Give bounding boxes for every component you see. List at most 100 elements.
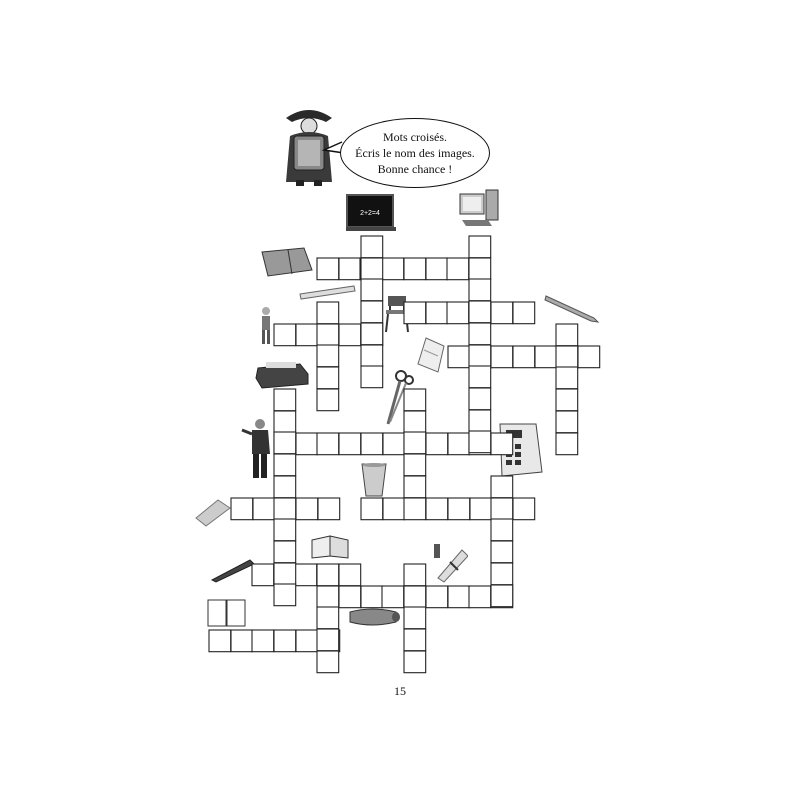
crossword-cell[interactable] (230, 497, 254, 521)
crossword-cell[interactable] (316, 606, 340, 630)
crossword-cell[interactable] (468, 235, 492, 259)
crossword-cell[interactable] (208, 629, 232, 653)
crossword-cell[interactable] (316, 650, 340, 674)
crossword-cell[interactable] (403, 650, 427, 674)
crossword-cell[interactable] (403, 606, 427, 630)
crossword-cell[interactable] (273, 629, 297, 653)
crossword-cell[interactable] (446, 257, 470, 281)
crossword-cell[interactable] (425, 257, 449, 281)
crossword-cell[interactable] (403, 628, 427, 652)
crossword-cell[interactable] (252, 497, 276, 521)
crossword-cell[interactable] (360, 235, 384, 259)
crossword-cell[interactable] (468, 278, 492, 302)
crossword-cell[interactable] (468, 365, 492, 389)
crossword-cell[interactable] (403, 585, 427, 609)
crossword-cell[interactable] (338, 563, 362, 587)
crossword-cell[interactable] (425, 585, 449, 609)
crossword-cell[interactable] (490, 518, 514, 542)
crossword-cell[interactable] (273, 388, 297, 412)
crossword-cell[interactable] (555, 323, 579, 347)
crossword-cell[interactable] (447, 345, 471, 369)
crossword-cell[interactable] (490, 584, 514, 608)
crossword-cell[interactable] (403, 497, 427, 521)
crossword-cell[interactable] (555, 345, 579, 369)
crossword-cell[interactable] (273, 475, 297, 499)
crossword-cell[interactable] (316, 563, 340, 587)
crossword-cell[interactable] (468, 300, 492, 324)
crossword-cell[interactable] (425, 432, 449, 456)
crossword-cell[interactable] (360, 585, 384, 609)
crossword-cell[interactable] (295, 497, 319, 521)
crossword-cell[interactable] (382, 432, 406, 456)
crossword-cell[interactable] (294, 563, 318, 587)
crossword-cell[interactable] (468, 430, 492, 454)
crossword-cell[interactable] (425, 497, 449, 521)
crossword-cell[interactable] (446, 301, 470, 325)
crossword-cell[interactable] (251, 629, 275, 653)
crossword-cell[interactable] (512, 301, 536, 325)
crossword-cell[interactable] (360, 257, 384, 281)
crossword-cell[interactable] (316, 301, 340, 325)
crossword-cell[interactable] (316, 323, 340, 347)
crossword-cell[interactable] (338, 257, 362, 281)
crossword-cell[interactable] (555, 432, 579, 456)
crossword-cell[interactable] (403, 301, 427, 325)
crossword-cell[interactable] (360, 322, 384, 346)
crossword-cell[interactable] (468, 344, 492, 368)
crossword-cell[interactable] (295, 323, 319, 347)
crossword-cell[interactable] (490, 562, 514, 586)
crossword-cell[interactable] (360, 497, 384, 521)
crossword-cell[interactable] (425, 301, 449, 325)
crossword-cell[interactable] (447, 585, 471, 609)
crossword-cell[interactable] (316, 585, 340, 609)
crossword-cell[interactable] (447, 497, 471, 521)
crossword-cell[interactable] (338, 432, 362, 456)
crossword-cell[interactable] (360, 365, 384, 389)
crossword-cell[interactable] (403, 257, 427, 281)
crossword-cell[interactable] (251, 563, 275, 587)
crossword-cell[interactable] (273, 431, 297, 455)
crossword-cell[interactable] (468, 257, 492, 281)
crossword-cell[interactable] (512, 345, 536, 369)
crossword-cell[interactable] (273, 497, 297, 521)
crossword-cell[interactable] (273, 540, 297, 564)
crossword-cell[interactable] (577, 345, 601, 369)
crossword-cell[interactable] (381, 257, 405, 281)
crossword-cell[interactable] (468, 387, 492, 411)
crossword-cell[interactable] (360, 300, 384, 324)
crossword-cell[interactable] (338, 585, 362, 609)
crossword-cell[interactable] (403, 475, 427, 499)
crossword-cell[interactable] (403, 388, 427, 412)
crossword-cell[interactable] (316, 366, 340, 390)
crossword-cell[interactable] (403, 563, 427, 587)
crossword-cell[interactable] (295, 432, 319, 456)
crossword-cell[interactable] (360, 278, 384, 302)
crossword-cell[interactable] (555, 388, 579, 412)
crossword-cell[interactable] (317, 497, 341, 521)
crossword-cell[interactable] (230, 629, 254, 653)
crossword-cell[interactable] (295, 629, 319, 653)
crossword-cell[interactable] (490, 475, 514, 499)
crossword-cell[interactable] (403, 453, 427, 477)
crossword-cell[interactable] (273, 562, 297, 586)
crossword-cell[interactable] (316, 257, 340, 281)
crossword-cell[interactable] (273, 323, 297, 347)
crossword-cell[interactable] (273, 583, 297, 607)
crossword-cell[interactable] (469, 497, 493, 521)
crossword-cell[interactable] (490, 301, 514, 325)
crossword-cell[interactable] (490, 497, 514, 521)
crossword-cell[interactable] (512, 497, 536, 521)
crossword-cell[interactable] (273, 518, 297, 542)
crossword-cell[interactable] (468, 585, 492, 609)
crossword-cell[interactable] (555, 366, 579, 390)
crossword-cell[interactable] (316, 628, 340, 652)
crossword-cell[interactable] (360, 344, 384, 368)
crossword-cell[interactable] (555, 410, 579, 434)
crossword-cell[interactable] (447, 432, 471, 456)
crossword-cell[interactable] (382, 497, 406, 521)
crossword-cell[interactable] (381, 585, 405, 609)
crossword-cell[interactable] (316, 344, 340, 368)
crossword-cell[interactable] (360, 432, 384, 456)
crossword-cell[interactable] (468, 322, 492, 346)
crossword-cell[interactable] (403, 410, 427, 434)
